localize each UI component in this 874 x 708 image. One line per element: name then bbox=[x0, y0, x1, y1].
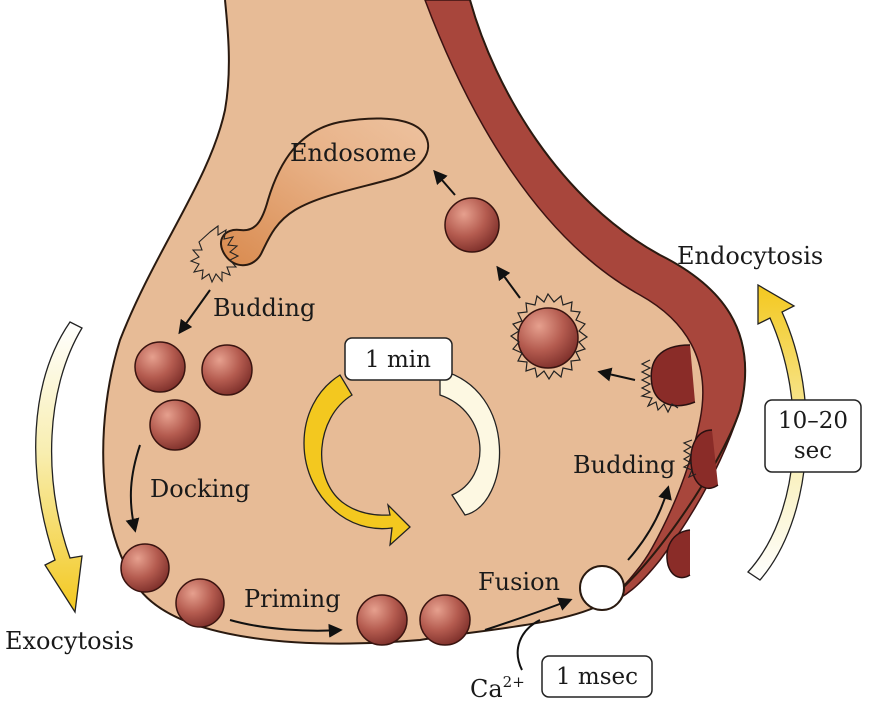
timer-endocytosis-line1: 10–20 bbox=[778, 408, 848, 434]
timer-box-fusion: 1 msec bbox=[542, 656, 652, 697]
vesicle bbox=[135, 342, 185, 392]
timer-box-cycle: 1 min bbox=[345, 338, 452, 380]
label-budding-right: Budding bbox=[573, 451, 675, 479]
label-exocytosis: Exocytosis bbox=[5, 627, 134, 655]
calcium-symbol: Ca bbox=[470, 675, 503, 703]
label-docking: Docking bbox=[150, 475, 250, 503]
label-budding-top: Budding bbox=[213, 294, 315, 322]
presynaptic-terminal bbox=[103, 0, 745, 643]
fusion-pore bbox=[580, 566, 624, 610]
label-endosome: Endosome bbox=[290, 139, 417, 167]
recycled-vesicle bbox=[445, 198, 499, 252]
exocytosis-yellow-arrow bbox=[36, 322, 82, 612]
timer-cycle-label: 1 min bbox=[365, 347, 431, 373]
timer-fusion-label: 1 msec bbox=[556, 664, 638, 690]
timer-box-endocytosis: 10–20 sec bbox=[765, 400, 861, 472]
vesicle bbox=[150, 400, 200, 450]
label-fusion: Fusion bbox=[478, 568, 560, 596]
vesicle bbox=[176, 579, 224, 627]
label-calcium: Ca2+ bbox=[470, 673, 525, 703]
vesicle bbox=[121, 544, 169, 592]
vesicle bbox=[357, 595, 407, 645]
coated-vesicle-core bbox=[518, 308, 578, 368]
label-priming: Priming bbox=[244, 585, 341, 613]
arrow-calcium bbox=[518, 620, 540, 670]
label-endocytosis: Endocytosis bbox=[677, 242, 823, 270]
timer-endocytosis-line2: sec bbox=[794, 438, 832, 464]
calcium-charge: 2+ bbox=[503, 673, 525, 691]
vesicle bbox=[202, 345, 252, 395]
vesicle bbox=[420, 595, 470, 645]
